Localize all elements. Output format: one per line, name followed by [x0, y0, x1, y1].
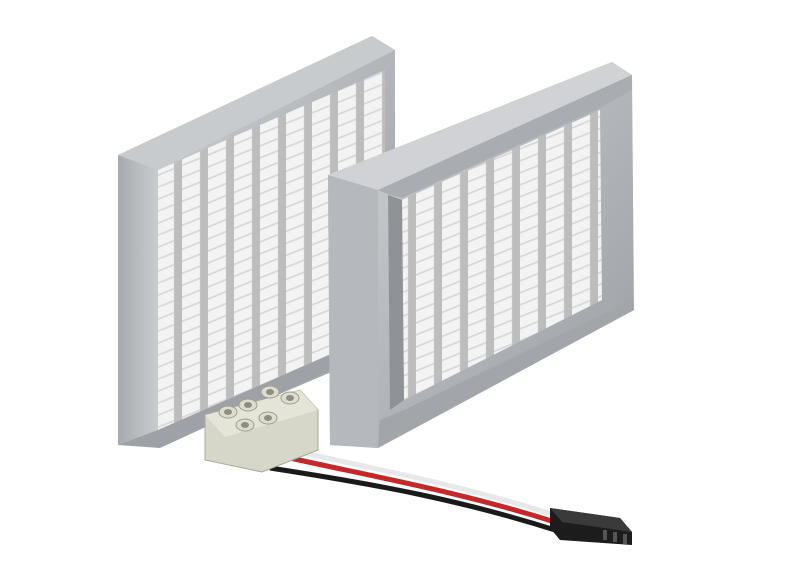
- terminal-screw-posts: [218, 385, 300, 432]
- left-filter-front-frame-left: [118, 155, 158, 445]
- right-filter-inner-shadow: [388, 195, 404, 410]
- connector-top: [550, 508, 632, 532]
- wire-red: [289, 455, 556, 525]
- right-filter-top-face: [328, 62, 632, 190]
- terminal-block: [204, 385, 319, 473]
- right-filter-bottom-rim: [378, 300, 634, 448]
- left-filter-media: [158, 70, 385, 430]
- left-filter: [118, 36, 395, 448]
- right-filter-front-face: [328, 175, 378, 448]
- wire-white: [289, 447, 556, 518]
- wires: [269, 447, 556, 533]
- right-filter-media: [402, 110, 602, 400]
- right-filter-inner-rim: [378, 75, 632, 198]
- right-filter: [328, 62, 634, 448]
- wire-connector: [550, 508, 632, 545]
- wire-black: [269, 465, 556, 533]
- left-filter-front-frame-bottom: [118, 355, 330, 448]
- left-filter-front-frame-top: [118, 36, 395, 170]
